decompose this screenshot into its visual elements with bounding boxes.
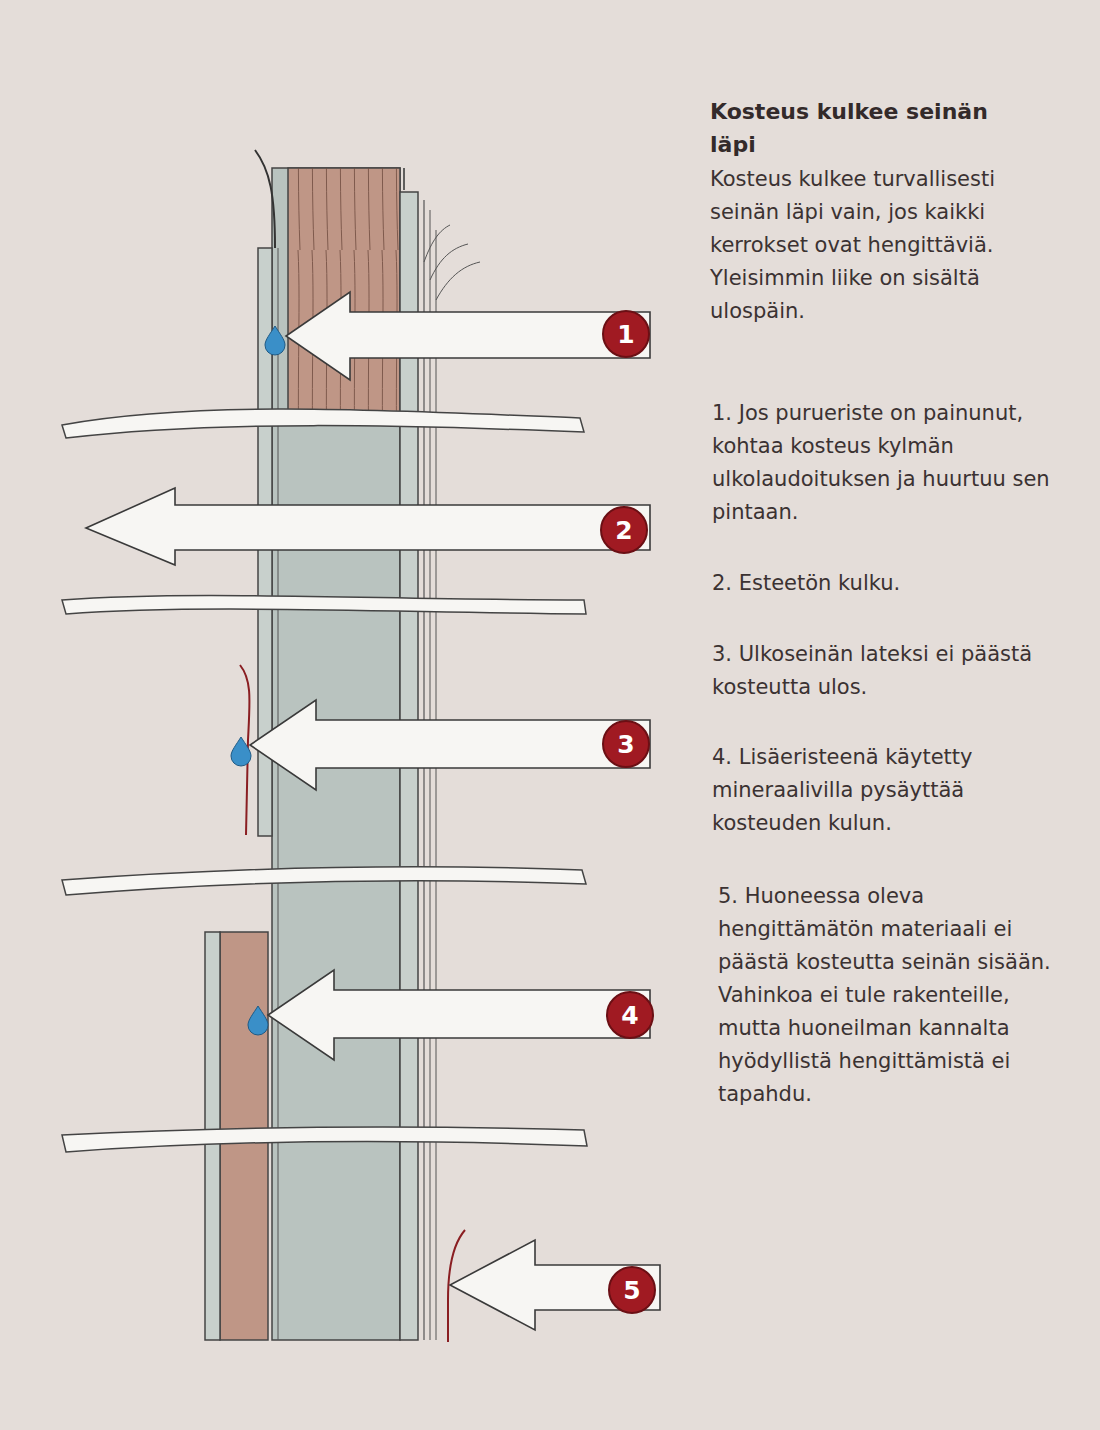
- note-text: 5. Huoneessa oleva hengittämätön materia…: [718, 880, 1063, 1111]
- moisture-arrow: [86, 292, 660, 1330]
- note-text: 1. Jos purueriste on painunut, kohtaa ko…: [712, 397, 1057, 529]
- callout-text: 5: [623, 1278, 640, 1303]
- callout-text: 4: [621, 1003, 638, 1028]
- callout-number: 3: [602, 720, 650, 768]
- callout-number: 4: [606, 991, 654, 1039]
- title: Kosteus kulkee seinän läpi: [710, 95, 1010, 161]
- callout-text: 2: [615, 518, 632, 543]
- water-drop: [231, 326, 285, 1035]
- note-text: 2. Esteetön kulku.: [712, 567, 1057, 600]
- intro-text: Kosteus kulkee turvallisesti seinän läpi…: [710, 163, 1055, 328]
- callout-text: 3: [617, 732, 634, 757]
- note-text: 3. Ulkoseinän lateksi ei päästä kosteutt…: [712, 638, 1057, 704]
- wood-layer: [288, 168, 400, 416]
- callout-text: 1: [617, 322, 634, 347]
- callout-number: 1: [602, 310, 650, 358]
- callout-number: 2: [600, 506, 648, 554]
- note-text: 4. Lisäeristeenä käytetty mineraalivilla…: [712, 741, 1057, 840]
- callout-number: 5: [608, 1266, 656, 1314]
